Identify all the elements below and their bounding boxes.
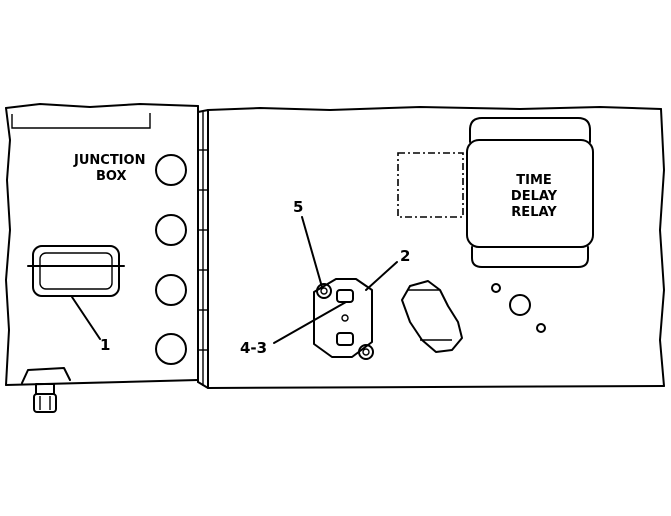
callout-2: 2	[400, 247, 410, 265]
cylinder-component	[401, 280, 463, 353]
latch-bolt	[21, 367, 71, 413]
hinge-strip	[197, 109, 209, 389]
callout-4-3: 4-3	[240, 339, 267, 357]
callout-5: 5	[293, 198, 303, 216]
junction-box-label-line1: JUNCTION	[73, 153, 145, 168]
time-delay-relay	[466, 117, 594, 268]
leader-lines	[71, 216, 398, 344]
door-holes	[491, 283, 546, 333]
door-panel	[207, 106, 665, 389]
switch-assembly	[313, 278, 374, 360]
component-outline	[397, 152, 464, 218]
time-delay-label-line3: RELAY	[511, 205, 557, 220]
handle	[27, 245, 125, 297]
time-delay-label-line2: DELAY	[511, 189, 558, 204]
knockout-holes	[155, 154, 187, 365]
time-delay-label-line1: TIME	[516, 173, 552, 188]
callout-1: 1	[100, 336, 110, 354]
junction-box-label-line2: BOX	[96, 169, 127, 184]
